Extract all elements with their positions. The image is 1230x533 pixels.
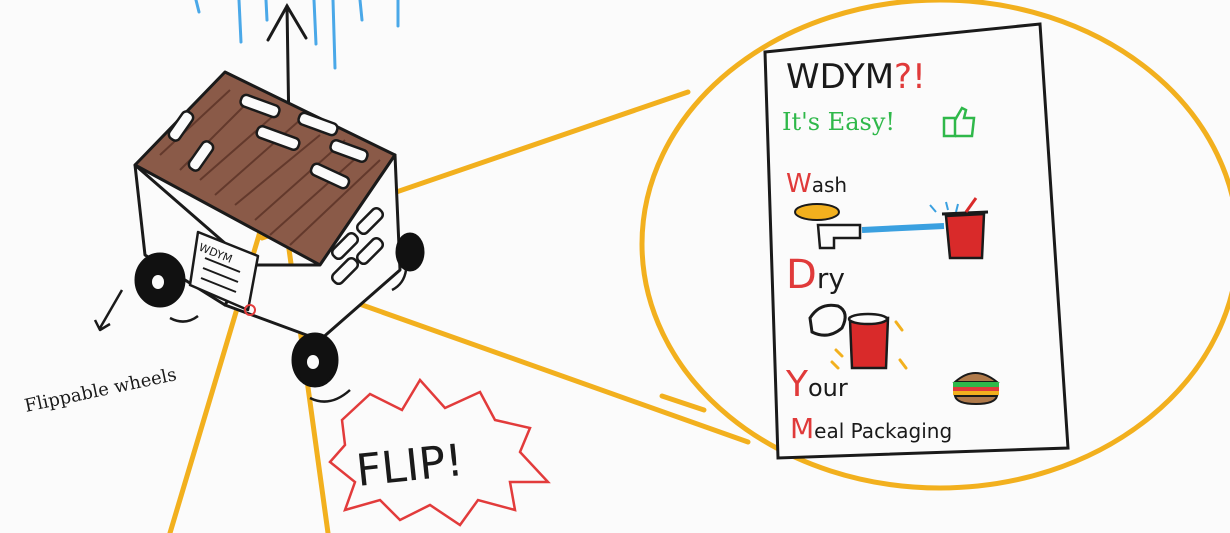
step-rest: our [808,374,848,402]
step-rest: ash [812,173,847,197]
step-initial: Y [785,364,809,405]
step-rest: eal Packaging [814,419,952,443]
poster-title-punct: ?! [894,57,926,97]
wheel-note-label: Flippable wheels [23,364,179,417]
step-rest: ry [817,262,845,295]
step-initial: D [786,252,817,298]
step-wash: Wash [786,169,847,199]
rain-lines [196,0,398,68]
burger-icon [953,373,999,404]
step-initial: W [786,169,812,199]
poster-title-main: WDYM [786,57,894,97]
step-initial: M [790,412,814,445]
poster-title: WDYM?! [786,57,926,97]
poster-subtitle: It's Easy! [782,108,895,136]
